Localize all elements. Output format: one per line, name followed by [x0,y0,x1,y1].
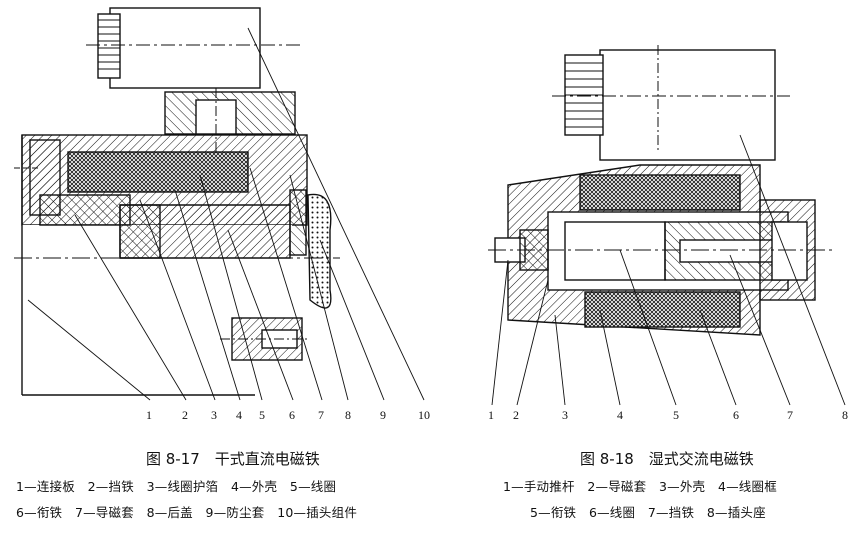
figure-caption: 图 8-17 干式直流电磁铁 [146,450,320,468]
callout-4: 4 [617,408,623,422]
dust-boot [307,193,332,309]
rear-cover [289,189,307,256]
callout-2: 2 [182,408,188,422]
leaders-8-17 [27,27,425,401]
callout-1: 1 [488,408,494,422]
callout-7: 7 [787,408,793,422]
legend-line: 1—连接板 2—挡铁 3—线圈护箔 4—外壳 5—线圈 [16,479,337,494]
callout-1: 1 [146,408,152,422]
callout-8: 8 [345,408,351,422]
coil-lower [584,291,741,328]
legend-line: 1—手动推杆 2—导磁套 3—外壳 4—线圈框 [503,479,777,494]
drawing-dry-dc-solenoid [14,7,425,401]
callout-3: 3 [211,408,217,422]
callout-6: 6 [289,408,295,422]
callout-8: 8 [842,408,848,422]
callout-2: 2 [513,408,519,422]
drawing-wet-ac-solenoid [488,45,846,406]
callout-4: 4 [236,408,242,422]
coil-upper [579,174,741,211]
connector-box [109,7,261,89]
connector-knurl-cap [97,13,121,79]
figure-caption: 图 8-18 湿式交流电磁铁 [580,450,754,468]
leaders-8-18 [491,134,846,406]
legend-line: 6—衔铁 7—导磁套 8—后盖 9—防尘套 10—插头组件 [16,505,358,520]
callout-9: 9 [380,408,386,422]
connecting-plate [29,139,61,216]
armature-wet [564,221,666,281]
callout-3: 3 [562,408,568,422]
plug-connector [599,49,776,161]
callout-6: 6 [733,408,739,422]
callout-7: 7 [318,408,324,422]
callout-10: 10 [418,408,430,422]
callout-5: 5 [673,408,679,422]
coil [67,151,249,193]
callout-5: 5 [259,408,265,422]
legend-line: 5—衔铁 6—线圈 7—挡铁 8—插头座 [530,505,766,520]
